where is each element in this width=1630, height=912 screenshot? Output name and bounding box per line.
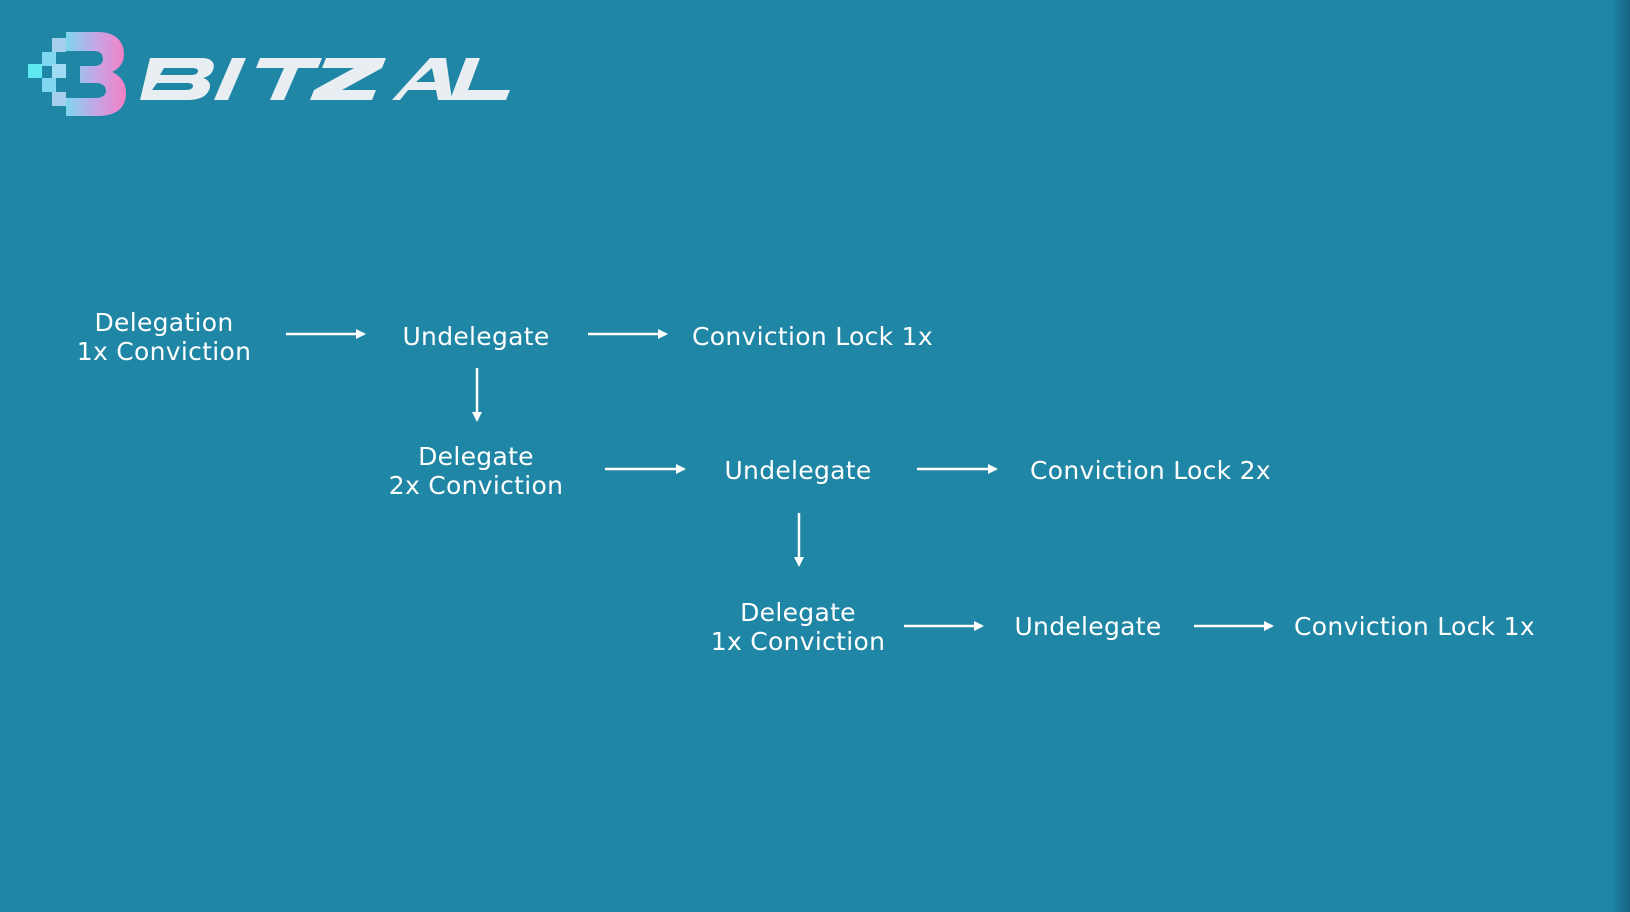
flow-node-delegation-1x: Delegation 1x Conviction (66, 308, 262, 366)
node-line: Delegate (418, 442, 534, 471)
flow-node-conviction-lock-2: Conviction Lock 2x (1030, 456, 1320, 485)
flow-node-delegate-1x: Delegate 1x Conviction (700, 598, 896, 656)
node-line: Delegation (94, 308, 234, 337)
flow-node-conviction-lock-1: Conviction Lock 1x (692, 322, 964, 351)
node-line: 2x Conviction (388, 471, 564, 500)
flow-node-conviction-lock-3: Conviction Lock 1x (1294, 612, 1584, 641)
edge-shadow (1612, 0, 1630, 912)
flow-node-undelegate-1: Undelegate (384, 322, 568, 351)
node-line: Undelegate (402, 322, 550, 351)
node-line: 1x Conviction (76, 337, 252, 366)
bitzal-logo (28, 30, 510, 122)
node-line: Conviction Lock 1x (1294, 612, 1535, 641)
node-line: 1x Conviction (710, 627, 886, 656)
node-line: Conviction Lock 2x (1030, 456, 1271, 485)
bitzal-logo-mark-icon (28, 32, 126, 116)
node-line: Undelegate (724, 456, 872, 485)
node-line: Delegate (740, 598, 856, 627)
bitzal-wordmark (140, 58, 510, 100)
flow-node-undelegate-2: Undelegate (706, 456, 890, 485)
flow-node-undelegate-3: Undelegate (996, 612, 1180, 641)
node-line: Conviction Lock 1x (692, 322, 933, 351)
flow-node-delegate-2x: Delegate 2x Conviction (374, 442, 578, 500)
node-line: Undelegate (1014, 612, 1162, 641)
